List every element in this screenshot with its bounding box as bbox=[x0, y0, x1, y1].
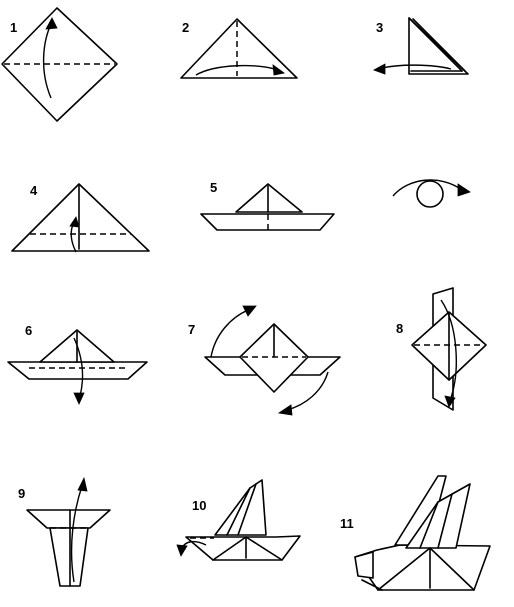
body-fold-line bbox=[429, 547, 475, 591]
step-10: 10 bbox=[176, 479, 301, 561]
fold-arrow-icon bbox=[73, 337, 84, 397]
arrow-head-icon bbox=[176, 544, 188, 557]
step-number-6: 6 bbox=[25, 323, 32, 338]
step-3: 3 bbox=[373, 17, 469, 75]
arrow-head-icon bbox=[73, 392, 85, 405]
arrow-head-icon bbox=[45, 17, 58, 30]
paper-band bbox=[200, 213, 335, 231]
fold-layer-line bbox=[408, 17, 463, 72]
step-number-1: 1 bbox=[10, 20, 17, 35]
arrow-head-icon bbox=[77, 476, 88, 492]
step-number-4: 4 bbox=[30, 183, 38, 198]
paper-band bbox=[7, 361, 148, 380]
body-fold-line bbox=[212, 536, 247, 561]
turn-over-symbol bbox=[392, 179, 471, 208]
fold-layer-line bbox=[412, 18, 466, 72]
arrow-head-icon bbox=[242, 305, 257, 317]
wing-fold-line bbox=[237, 483, 257, 536]
step-7: 7 bbox=[188, 305, 341, 416]
turn-over-icon bbox=[416, 180, 444, 208]
step-6: 6 bbox=[7, 323, 148, 405]
fold-arrow-icon bbox=[286, 371, 329, 411]
step-number-5: 5 bbox=[210, 180, 217, 195]
paper-triangle bbox=[180, 18, 298, 79]
step-9: 9 bbox=[18, 476, 111, 587]
paper-body bbox=[354, 544, 491, 591]
paper-stem bbox=[49, 527, 89, 587]
paper-front-wing bbox=[405, 483, 471, 549]
arrow-head-icon bbox=[457, 183, 471, 197]
step-4: 4 bbox=[11, 183, 150, 253]
fold-arrow-icon bbox=[210, 309, 249, 358]
body-fold-line bbox=[361, 579, 383, 591]
step-number-2: 2 bbox=[182, 20, 189, 35]
wing-fold-line bbox=[437, 493, 453, 549]
step-11: 11 bbox=[340, 475, 491, 591]
arrow-head-icon bbox=[277, 404, 293, 416]
step-2: 2 bbox=[180, 18, 298, 79]
arrow-head-icon bbox=[69, 216, 80, 228]
body-fold-line bbox=[245, 536, 283, 561]
step-number-10: 10 bbox=[192, 498, 206, 513]
step-number-11: 11 bbox=[340, 516, 354, 531]
step-number-7: 7 bbox=[188, 322, 195, 337]
fold-arrow-icon bbox=[440, 299, 457, 399]
paper-crossbar bbox=[26, 509, 111, 529]
paper-peak bbox=[235, 183, 303, 213]
step-5: 5 bbox=[200, 180, 335, 231]
paper-head bbox=[354, 551, 374, 579]
step-number-8: 8 bbox=[396, 321, 403, 336]
step-number-9: 9 bbox=[18, 486, 25, 501]
fold-arrow-icon bbox=[381, 64, 452, 70]
fold-arrow-icon bbox=[70, 485, 83, 583]
arrow-head-icon bbox=[272, 64, 285, 76]
fold-arrow-icon bbox=[195, 64, 279, 76]
step-8: 8 bbox=[396, 287, 487, 411]
wing-fold-line bbox=[419, 501, 439, 549]
arrow-head-icon bbox=[373, 63, 386, 75]
fold-arrow-icon bbox=[392, 179, 463, 197]
arrow-head-icon bbox=[444, 395, 456, 408]
step-number-3: 3 bbox=[376, 20, 383, 35]
paper-square bbox=[239, 323, 309, 393]
body-fold-line bbox=[377, 547, 431, 591]
step-1: 1 bbox=[1, 7, 118, 122]
wing-fold-line bbox=[226, 487, 251, 536]
